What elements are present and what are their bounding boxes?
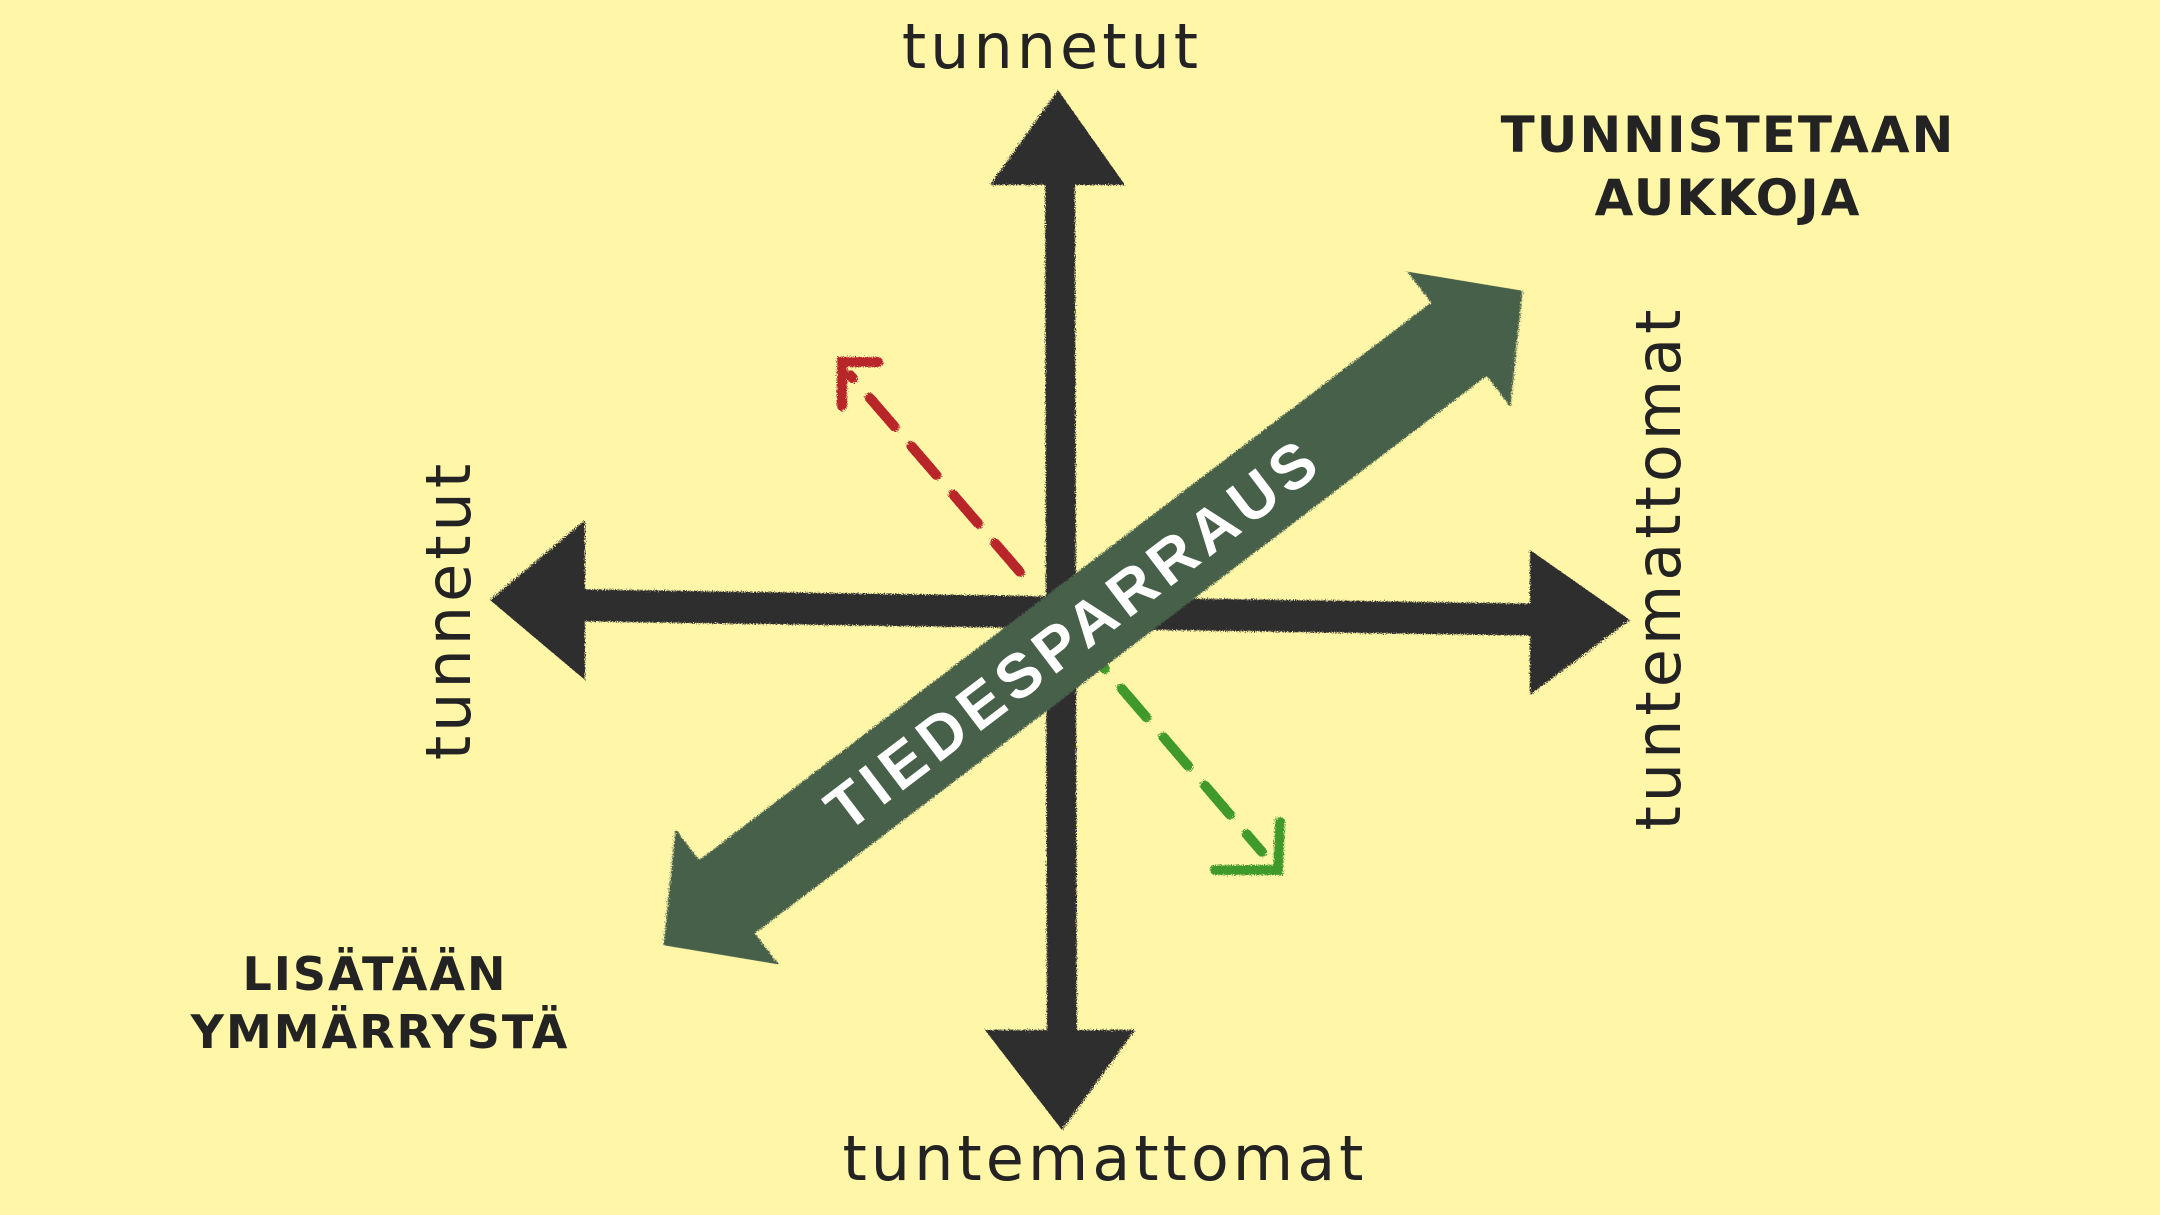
bottom-left-caption-line1: LISÄTÄÄN	[242, 947, 507, 1001]
band-left-arrowhead-icon	[663, 829, 779, 965]
top-right-caption-line2: AUKKOJA	[1595, 169, 1862, 227]
right-axis-label: tuntemattomat	[1622, 306, 1695, 831]
left-axis-label: tunnetut	[412, 460, 485, 760]
band-right-arrowhead-icon	[1407, 271, 1523, 407]
up-arrowhead-icon	[990, 90, 1125, 185]
top-axis-label: tunnetut	[902, 10, 1202, 83]
bottom-left-caption-line2: YMMÄRRYSTÄ	[190, 1005, 570, 1059]
bottom-axis-label: tuntemattomat	[843, 1122, 1368, 1195]
green-dashed-arrow	[1075, 635, 1285, 875]
right-arrowhead-icon	[1530, 550, 1630, 695]
green-arrowhead-icon	[1210, 817, 1285, 875]
red-dashed-arrow	[837, 357, 1025, 577]
left-arrowhead-icon	[490, 520, 585, 680]
top-right-caption-line1: TUNNISTETAAN	[1501, 106, 1956, 164]
red-arrowhead-icon	[837, 357, 883, 411]
down-arrowhead-icon	[985, 1030, 1135, 1130]
